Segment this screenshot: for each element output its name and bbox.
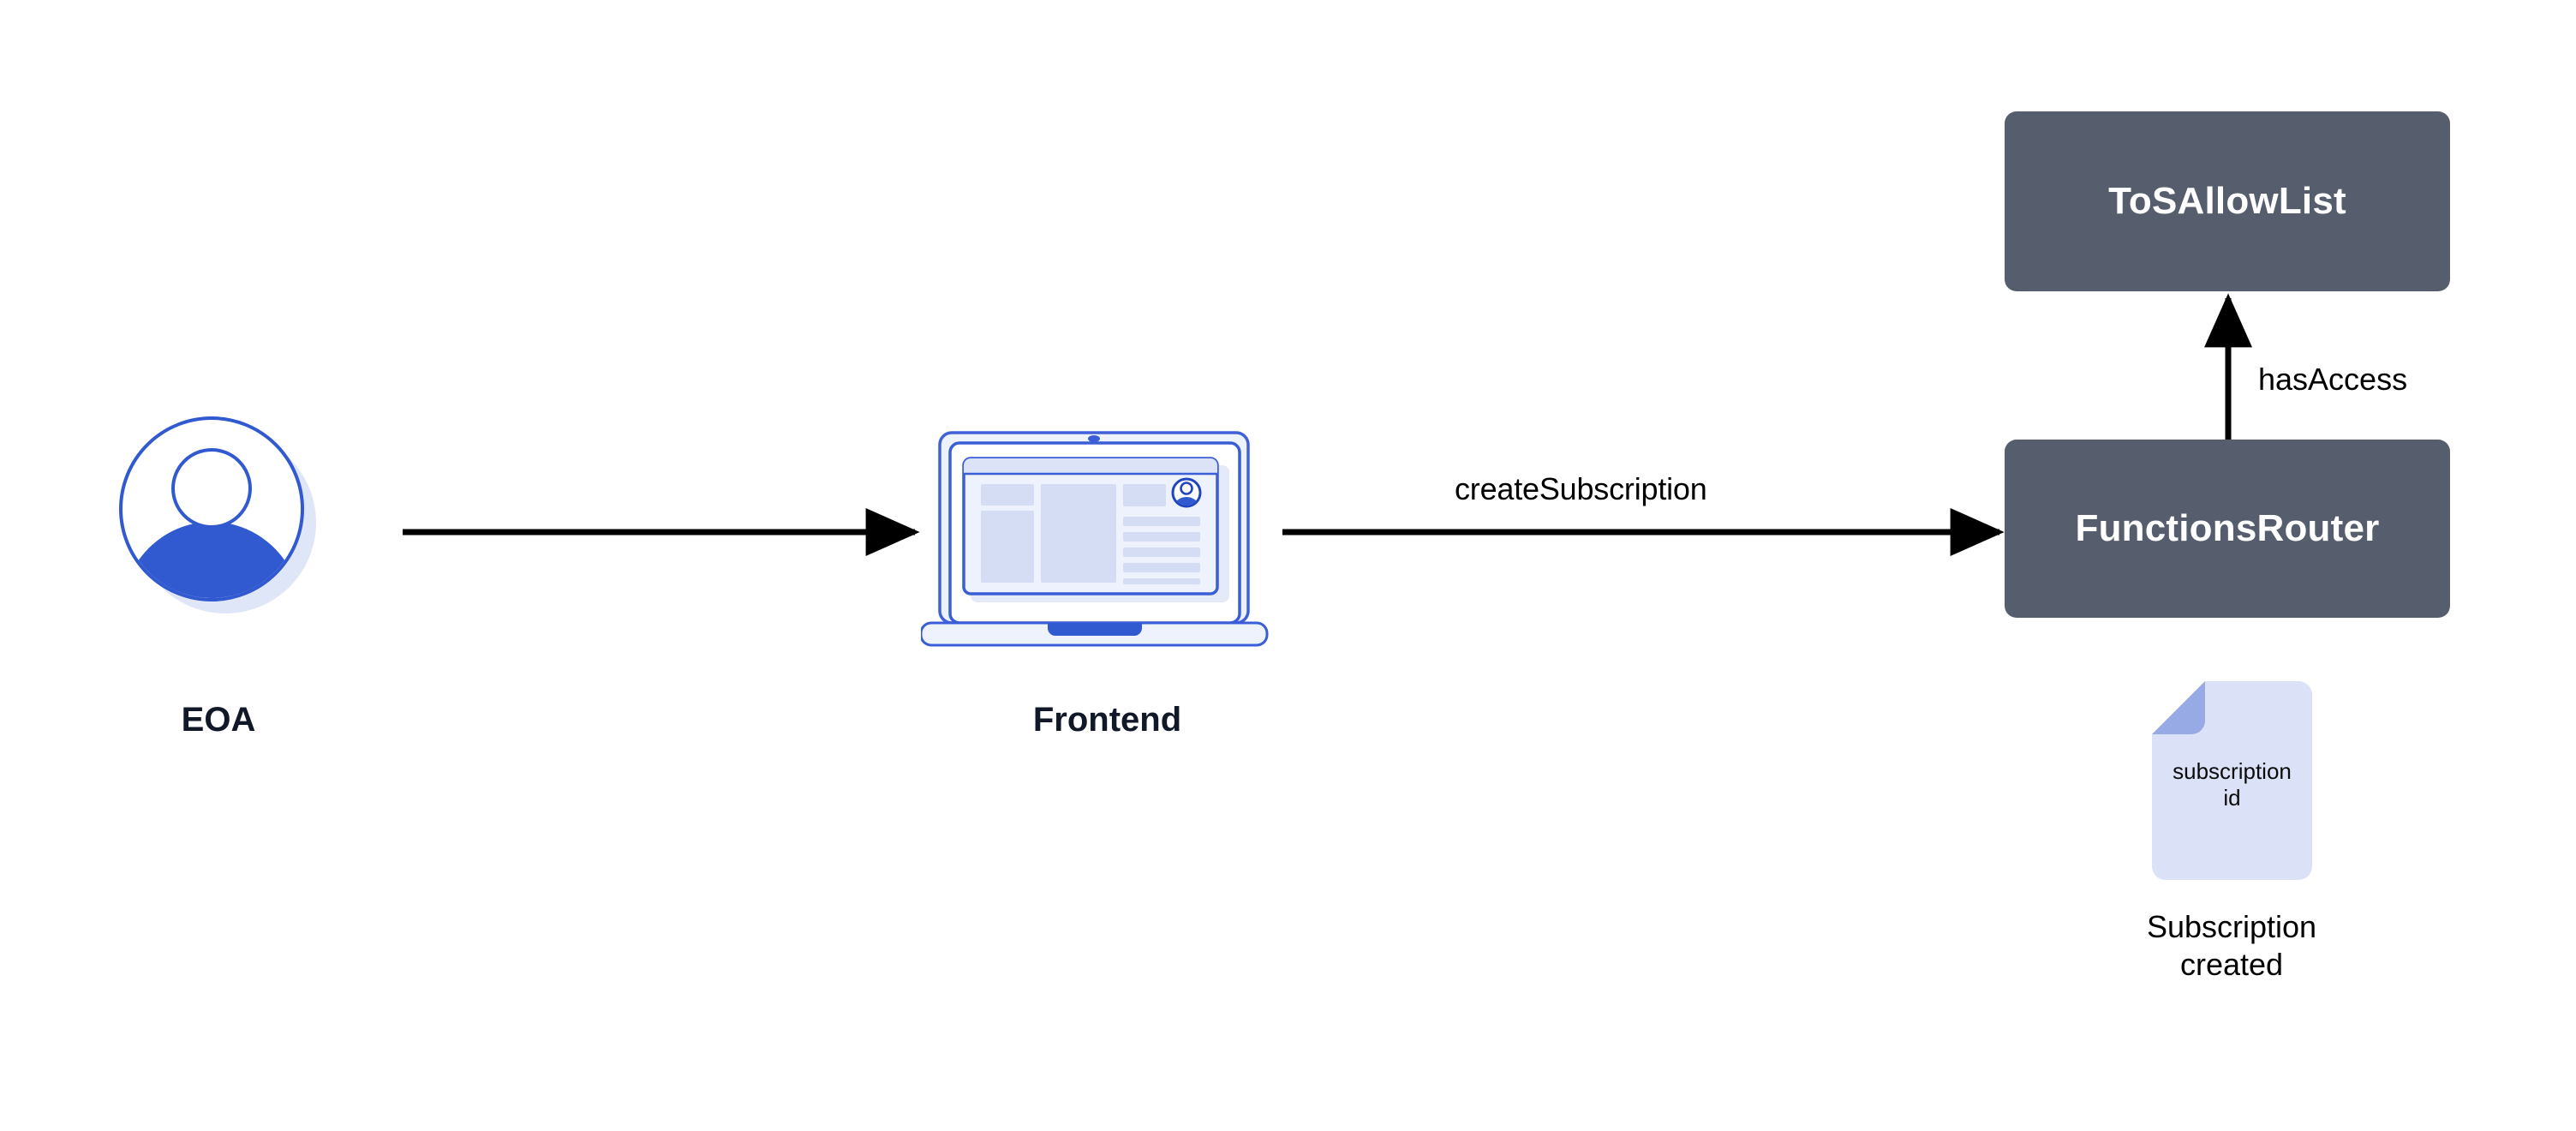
app-avatar-icon	[1171, 477, 1202, 508]
subscription-created-caption-line-2: created	[2179, 947, 2284, 982]
laptop-icon	[919, 431, 1269, 647]
eoa-node[interactable]	[116, 413, 321, 619]
doc-line-1: subscription	[2173, 758, 2292, 784]
user-avatar-icon	[119, 416, 316, 613]
functions-router-label: FunctionsRouter	[2075, 507, 2380, 549]
doc-line-2: id	[2223, 785, 2241, 811]
eoa-label: EOA	[181, 701, 256, 739]
functions-router-box[interactable]: FunctionsRouter	[2005, 440, 2450, 618]
subscription-doc-node[interactable]: subscription id	[2152, 681, 2312, 880]
document-icon	[2152, 681, 2312, 880]
tos-allow-list-box[interactable]: ToSAllowList	[2005, 111, 2450, 291]
edge-label-has-access: hasAccess	[2258, 362, 2408, 397]
frontend-node[interactable]	[919, 424, 1294, 664]
edge-label-create-subscription: createSubscription	[1455, 471, 1707, 506]
subscription-created-caption-line-1: Subscription	[2146, 909, 2317, 944]
tos-allow-list-label: ToSAllowList	[2108, 180, 2346, 222]
frontend-label: Frontend	[1032, 701, 1182, 739]
